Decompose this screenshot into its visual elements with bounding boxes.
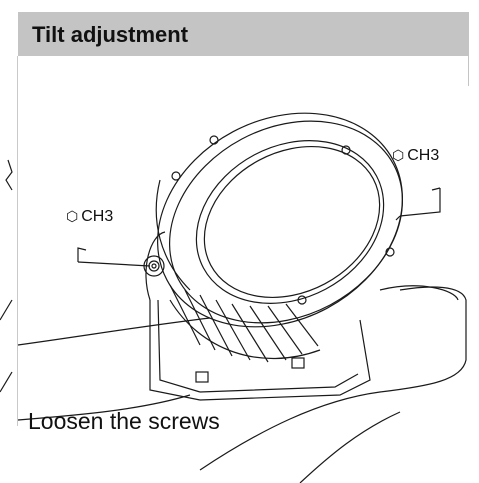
lens-outer: [195, 140, 385, 304]
bracket-base: [199, 319, 371, 401]
base-edge: [17, 394, 191, 421]
base-contour: [379, 285, 459, 301]
instruction-caption: Loosen the screws: [28, 408, 220, 434]
edge-mark: [5, 159, 13, 191]
section-title: Tilt adjustment: [32, 22, 189, 47]
allen-key-left: [77, 247, 87, 262]
tool-label-left: ⬡CH3: [66, 208, 113, 226]
base-contour: [199, 286, 467, 471]
tool-label-right: ⬡CH3: [392, 147, 439, 165]
bracket-screw: [195, 371, 209, 383]
bracket-arm: [157, 299, 201, 393]
right-divider: [468, 56, 469, 86]
bracket-arm: [145, 231, 166, 301]
allen-key-right: [399, 188, 441, 217]
bracket-screw: [291, 357, 305, 369]
left-margin: [0, 0, 18, 483]
tool-size-right: CH3: [407, 147, 440, 164]
housing-rim: [168, 120, 404, 324]
bracket-base: [199, 373, 359, 393]
bracket-arm: [149, 300, 201, 401]
housing-outer-ring: [157, 112, 403, 328]
housing-side: [155, 179, 191, 291]
base-contour: [299, 411, 401, 483]
hexagon-icon: ⬡: [392, 147, 405, 163]
lens-glass: [203, 145, 381, 299]
edge-mark: [0, 371, 13, 393]
left-divider: [17, 56, 18, 426]
edge-mark: [0, 299, 13, 321]
hexagon-icon: ⬡: [66, 208, 79, 224]
tool-size-left: CH3: [81, 208, 114, 225]
allen-key-left: [77, 261, 151, 267]
heatsink-outline: [169, 299, 321, 360]
section-header-bar: [18, 12, 469, 56]
base-edge: [17, 317, 211, 346]
